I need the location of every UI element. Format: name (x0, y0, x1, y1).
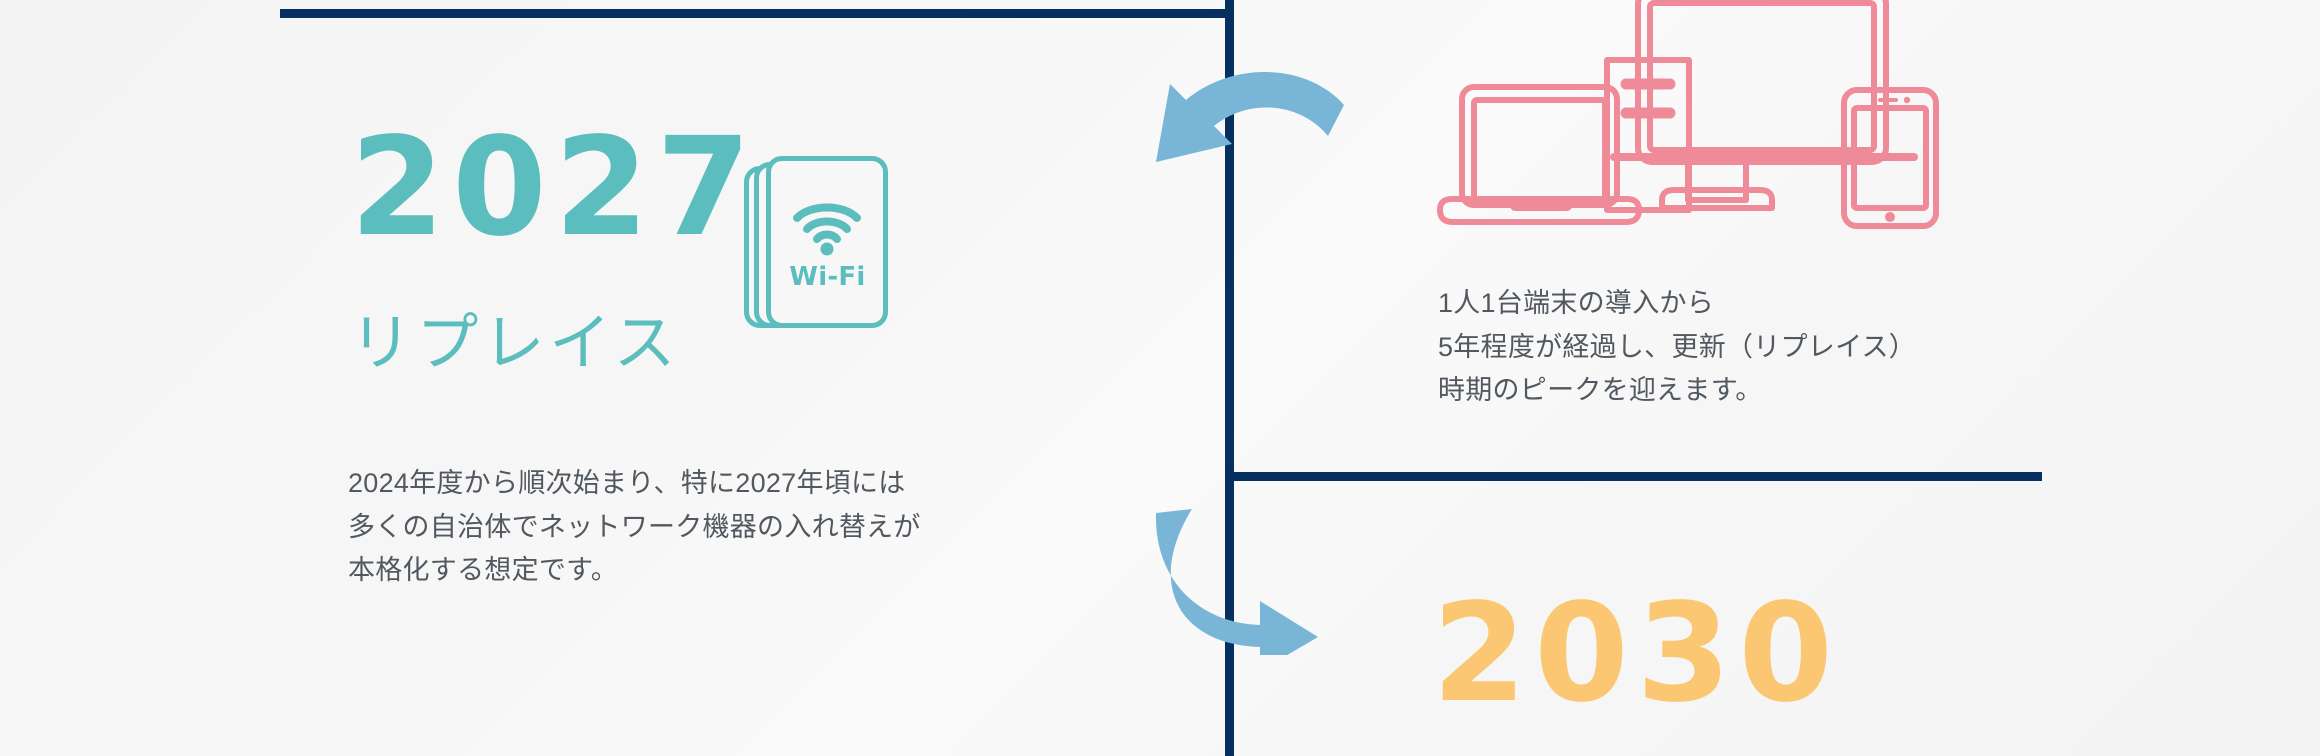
year-2030-heading: 2030 (1432, 575, 1841, 733)
body-text-2027: 2024年度から順次始まり、特に2027年頃には 多くの自治体でネットワーク機器… (348, 462, 1128, 593)
monitor-icon (1635, 0, 1889, 211)
timeline-mid-right-rule (1225, 472, 2042, 481)
year-2027-heading: 2027 (350, 109, 759, 267)
panel-2027: 2027 Wi-Fi リプレイス (280, 0, 1200, 756)
body-line: 1人1台端末の導入から (1438, 288, 1715, 318)
body-line: 多くの自治体でネットワーク機器の入れ替えが (348, 511, 921, 542)
arrow-curve-right-down (1155, 509, 1318, 655)
laptop-icon (1437, 84, 1642, 225)
timeline-vertical-rule (1225, 0, 1234, 756)
wifi-card-front: Wi-Fi (766, 156, 889, 328)
timeline-top-left-rule (280, 9, 1232, 18)
subtitle-replace: リプレイス (350, 309, 680, 378)
body-line: 5年程度が経過し、更新（リプレイス） (1438, 331, 1917, 362)
body-line: 時期のピークを迎えます。 (1438, 375, 1763, 406)
wifi-badge-label: Wi-Fi (789, 262, 866, 292)
body-text-devices: 1人1台端末の導入から 5年程度が経過し、更新（リプレイス） 時期のピークを迎え… (1438, 282, 2078, 413)
arrow-curve-left (1156, 72, 1344, 162)
tablet-icon (1841, 87, 1939, 229)
devices-illustration (1437, 0, 1939, 229)
wifi-signal-icon (793, 203, 862, 256)
wifi-badge: Wi-Fi (744, 156, 892, 334)
body-line: 2024年度から順次始まり、特に2027年頃には (348, 468, 906, 498)
body-line: 本格化する想定です。 (348, 555, 618, 586)
year-2027-row: 2027 Wi-Fi (350, 120, 892, 334)
